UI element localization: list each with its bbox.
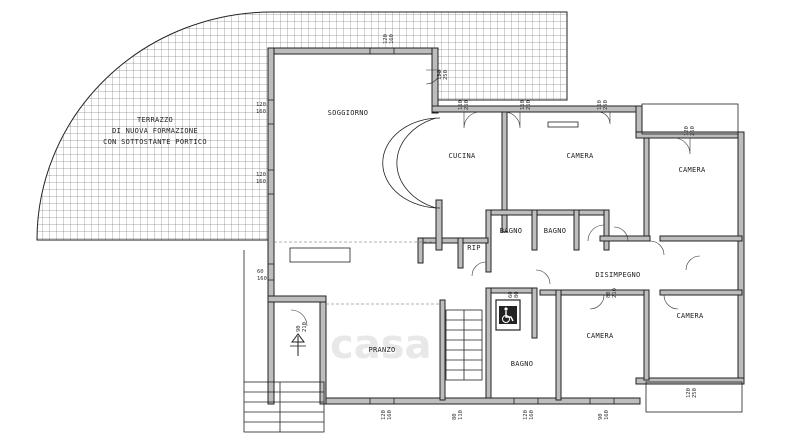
dim-bottom3-w: 120 (523, 410, 529, 420)
balcony-bottom-right (645, 381, 743, 413)
wheelchair-access-icon (499, 306, 517, 324)
dim-cucina-h: 250 (464, 100, 470, 110)
dim-bottom4-w: 90 (598, 413, 604, 420)
exterior-walls (267, 47, 745, 405)
label-disimpegno: DISIMPEGNO (595, 271, 640, 279)
label-bagno-1: BAGNO (500, 227, 523, 235)
dim-camera1-door-h: 250 (526, 100, 532, 110)
dim-bagno-win-h: 80 (514, 291, 520, 298)
dim-left1-w: 120 (256, 102, 266, 108)
dim-bagno-win-w: 60 (508, 291, 514, 298)
dim-top-window-w: 120 (383, 34, 389, 44)
dim-door-h: 250 (443, 70, 449, 80)
dim-entry-h: 210 (302, 322, 308, 332)
dim-left2-w: 120 (256, 172, 266, 178)
label-soggiorno: SOGGIORNO (328, 109, 369, 117)
dim-bottom4-h: 160 (604, 410, 610, 420)
dim-camera2-door-w: 120 (684, 126, 690, 136)
label-terrazzo-1: TERRAZZO (137, 116, 173, 124)
dim-disimpegno-h: 210 (612, 288, 618, 298)
dim-camera1-door-w: 110 (520, 100, 526, 110)
dim-camera1-win-w: 110 (597, 100, 603, 110)
kitchen-curved-wall (396, 117, 437, 209)
label-pranzo: PRANZO (368, 346, 395, 354)
dim-left3-w: 60 (257, 269, 264, 275)
dim-camera2-door-h: 250 (690, 126, 696, 136)
dim-left3-h: 160 (257, 276, 267, 282)
balcony-top-right (641, 103, 739, 135)
label-terrazzo-2: DI NUOVA FORMAZIONE (112, 127, 198, 135)
dim-entry-w: 90 (296, 325, 302, 332)
dim-bottom3-h: 160 (529, 410, 535, 420)
dim-bottom1-h: 160 (387, 410, 393, 420)
dim-left1-h: 160 (256, 109, 266, 115)
dim-cucina-w: 110 (458, 100, 464, 110)
dim-bottom2-w: 80 (452, 413, 458, 420)
dim-top-window-h: 160 (389, 34, 395, 44)
terrace-area (36, 11, 568, 241)
label-camera-2: CAMERA (678, 166, 706, 174)
stairs (445, 309, 483, 381)
exterior-stairs (243, 250, 325, 433)
watermark: casa (330, 322, 432, 368)
label-rip: RIP (467, 244, 481, 252)
dim-camera4-door-w: 120 (686, 388, 692, 398)
dim-bottom1-w: 120 (381, 410, 387, 420)
label-bagno-2: BAGNO (544, 227, 567, 235)
interior-walls (417, 111, 743, 401)
dim-camera4-door-h: 250 (692, 388, 698, 398)
dim-left2-h: 160 (256, 179, 266, 185)
dim-bottom2-h: 110 (458, 410, 464, 420)
label-camera-3: CAMERA (586, 332, 614, 340)
dim-door-w: 120 (437, 70, 443, 80)
label-terrazzo-3: CON SOTTOSTANTE PORTICO (103, 138, 207, 146)
dim-camera1-win-h: 250 (603, 100, 609, 110)
label-bagno-3: BAGNO (511, 360, 534, 368)
dim-disimpegno-w: 80 (606, 291, 612, 298)
label-camera-4: CAMERA (676, 312, 704, 320)
label-cucina: CUCINA (448, 152, 476, 160)
doors (290, 69, 701, 327)
label-camera-1: CAMERA (566, 152, 594, 160)
entrance-arrow-icon (290, 333, 306, 356)
windows (267, 47, 615, 405)
